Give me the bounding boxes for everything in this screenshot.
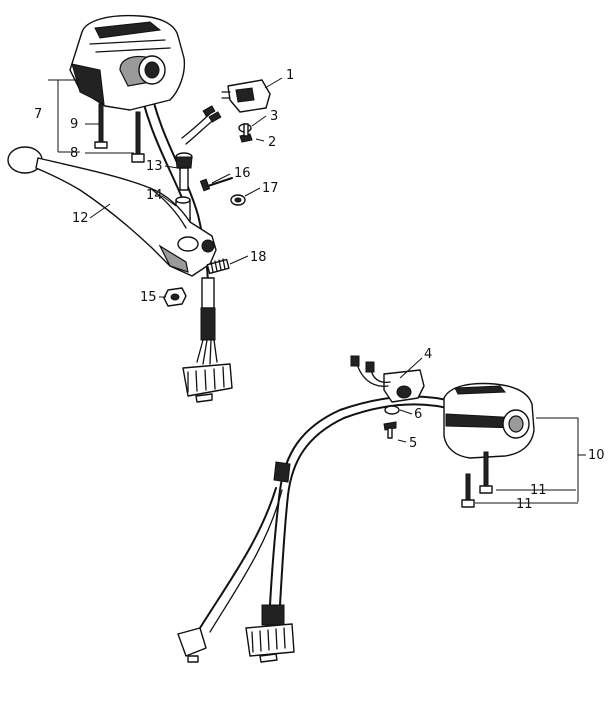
part-label-2: 2 [268,135,276,150]
bolt-part-8 [131,111,145,163]
washer-part-6 [384,405,400,415]
left-switch-housing [69,14,186,111]
screw-part-5 [383,421,397,439]
right-switch-housing [443,382,535,459]
part-labels: 1 2 3 4 5 6 7 8 9 10 11 11 12 13 14 15 1… [34,68,605,512]
brake-switch-part-4 [350,355,425,403]
part-label-6: 6 [414,407,422,422]
part-label-17: 17 [262,181,279,196]
part-label-18: 18 [250,250,267,265]
part-label-5: 5 [409,436,417,451]
part-label-13: 13 [146,159,163,174]
nut-part-15 [163,287,187,307]
screw-part-2 [239,123,253,143]
leader-lines [48,77,586,504]
part-label-1: 1 [286,68,294,83]
screw-part-16 [199,177,233,192]
clutch-switch-part [221,79,271,113]
part-label-11-upper: 11 [530,483,547,498]
part-label-4: 4 [424,347,432,362]
part-label-11-lower: 11 [516,497,533,512]
part-label-15: 15 [140,290,157,305]
part-label-16: 16 [234,166,251,181]
part-label-9: 9 [70,117,78,132]
part-label-10: 10 [588,448,605,463]
screw-part-11-upper [479,451,493,494]
nut-part-17 [230,194,246,206]
right-wire-harness [177,395,456,663]
screw-part-11-lower [461,473,475,508]
pivot-bolt-part-13 [175,152,193,191]
part-label-12: 12 [72,211,89,226]
part-label-3: 3 [270,109,278,124]
part-label-7: 7 [34,107,42,122]
left-handlebar-switch-assembly [7,14,271,403]
right-handlebar-switch-assembly [177,355,535,663]
part-label-14: 14 [146,188,163,203]
clutch-switch-connectors [181,105,222,145]
adjuster-part-18 [206,258,230,275]
bolt-part-9 [94,103,108,149]
part-label-8: 8 [70,146,78,161]
